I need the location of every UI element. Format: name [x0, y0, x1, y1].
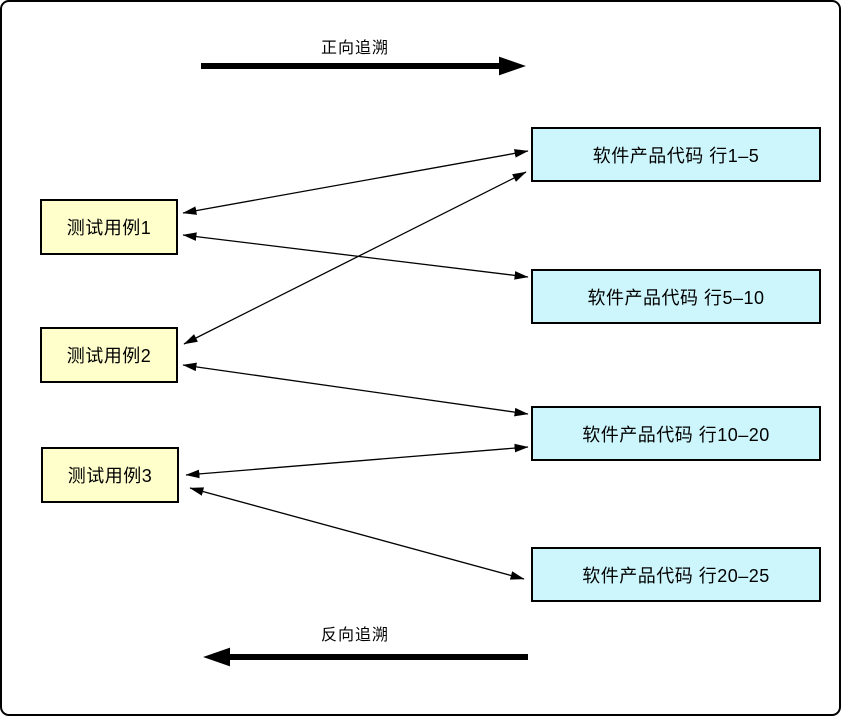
code-block-label: 软件产品代码 行5–10: [587, 287, 765, 308]
backward-trace-label: 反向追溯: [320, 627, 389, 644]
trace-edge-tc1-code2: [182, 232, 529, 280]
test-case-box-2: 测试用例2: [40, 327, 178, 383]
code-block-box-4: 软件产品代码 行20–25: [531, 547, 821, 602]
code-block-box-3: 软件产品代码 行10–20: [531, 406, 821, 461]
code-block-box-2: 软件产品代码 行5–10: [531, 269, 821, 324]
trace-edge-tc2-code3: [182, 362, 529, 417]
test-case-label: 测试用例2: [66, 346, 152, 366]
test-case-box-3: 测试用例3: [41, 447, 179, 503]
code-block-label: 软件产品代码 行10–20: [582, 424, 770, 445]
test-case-label: 测试用例1: [66, 218, 152, 238]
code-block-box-1: 软件产品代码 行1–5: [531, 127, 821, 182]
trace-edges: [182, 149, 529, 580]
trace-edge-tc3-code3: [185, 443, 529, 479]
test-case-label: 测试用例3: [67, 466, 153, 486]
trace-edge-tc2-code1: [183, 171, 527, 345]
trace-edge-tc1-code1: [182, 149, 529, 215]
code-block-label: 软件产品代码 行1–5: [592, 145, 760, 166]
test-case-box-1: 测试用例1: [40, 199, 178, 255]
forward-trace-label: 正向追溯: [320, 40, 389, 57]
trace-edge-tc3-code4: [189, 487, 525, 580]
code-block-label: 软件产品代码 行20–25: [582, 565, 770, 586]
